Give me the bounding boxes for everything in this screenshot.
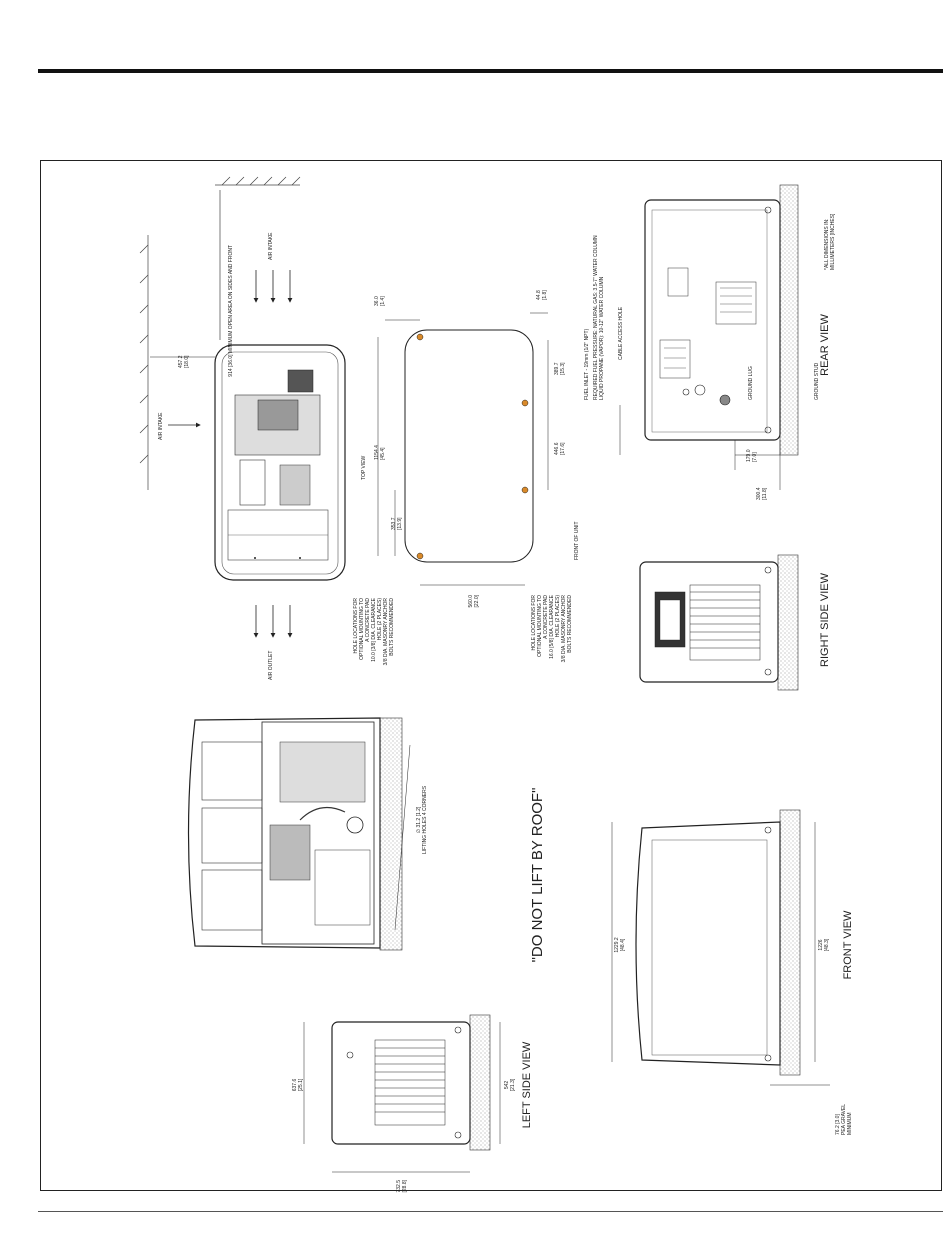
- air-intake-left-label: AIR INTAKE: [158, 412, 164, 440]
- svg-text:10.0 [3/8] DIA. CLEARANCE: 10.0 [3/8] DIA. CLEARANCE: [371, 597, 377, 662]
- right-side-view-label: RIGHT SIDE VIEW: [819, 572, 831, 667]
- dim-637: 637.6: [292, 1079, 298, 1092]
- dim-560-in: [22.0]: [474, 594, 480, 607]
- svg-text:OPTIONAL MOUNTING TO: OPTIONAL MOUNTING TO: [359, 598, 365, 660]
- mount-hole-1: [416, 333, 424, 341]
- dim-542-in: [21.3]: [510, 1078, 516, 1091]
- svg-text:GROUND LUG: GROUND LUG: [748, 366, 754, 400]
- svg-text:HOLE (2 PLACES): HOLE (2 PLACES): [555, 595, 561, 638]
- left-side-view-drawing: [303, 1014, 501, 1173]
- dim-389-in: [15.3]: [560, 362, 566, 375]
- dim-542: 542: [504, 1081, 510, 1090]
- dim-637-in: [25.1]: [298, 1078, 304, 1091]
- svg-text:*ALL DIMENSIONS IN:: *ALL DIMENSIONS IN:: [824, 219, 830, 271]
- mount-hole-4: [416, 552, 424, 560]
- dim-44-in: [1.8]: [542, 290, 548, 300]
- svg-text:FUEL INLET - 19mm (1/2" NPT): FUEL INLET - 19mm (1/2" NPT): [584, 328, 590, 400]
- enclosure-top-view: [139, 176, 346, 581]
- drawing-frame: [40, 160, 942, 1191]
- svg-text:BOLTS RECOMMENDED: BOLTS RECOMMENDED: [389, 598, 395, 656]
- dim-560: 560.0: [468, 595, 474, 608]
- dim-36: 36.0: [374, 296, 380, 306]
- dim-300: 300.4: [756, 487, 762, 500]
- svg-text:3/8 DIA. MASONRY ANCHOR: 3/8 DIA. MASONRY ANCHOR: [383, 598, 389, 666]
- rear-view-label: REAR VIEW: [819, 314, 831, 376]
- wall-hatch-left: [139, 235, 149, 490]
- wall-hatch-top: [215, 176, 301, 186]
- internal-side-view: [187, 717, 411, 951]
- svg-text:HOLE (2 PLACES): HOLE (2 PLACES): [377, 598, 383, 641]
- dim-44: 44.8: [536, 290, 542, 300]
- hole-note-left: HOLE LOCATIONS FOR OPTIONAL MOUNTING TO …: [353, 597, 395, 665]
- svg-text:MINIMUM: MINIMUM: [847, 1113, 853, 1136]
- svg-text:A CONCRETE PAD: A CONCRETE PAD: [543, 595, 549, 639]
- pea-gravel-note: 76.2 [3.0] PEA GRAVEL MINIMUM: [835, 1104, 853, 1135]
- svg-text:BOLTS RECOMMENDED: BOLTS RECOMMENDED: [567, 595, 573, 653]
- svg-text:HOLE LOCATIONS FOR: HOLE LOCATIONS FOR: [353, 598, 359, 654]
- svg-text:REQUIRED FUEL PRESSURE: NATURA: REQUIRED FUEL PRESSURE: NATURAL GAS: 3.5…: [593, 235, 599, 400]
- min-open-area-label: 914 [36.0] MINIMUM OPEN AREA ON SIDES AN…: [228, 245, 234, 377]
- rear-view-notes: FUEL INLET - 19mm (1/2" NPT) REQUIRED FU…: [584, 213, 836, 400]
- dim-732-in: [28.8]: [402, 1179, 408, 1192]
- footer-rule: [38, 1211, 943, 1212]
- dim-179-in: [7.0]: [752, 452, 758, 462]
- dim-446-in: [17.6]: [560, 442, 566, 455]
- svg-text:CABLE ACCESS HOLE: CABLE ACCESS HOLE: [618, 306, 624, 360]
- header-rule: [38, 69, 943, 73]
- do-not-lift-warning: "DO NOT LIFT BY ROOF": [529, 788, 546, 963]
- mounting-pad-outline: [377, 312, 549, 586]
- front-of-unit-label: FRONT OF UNIT: [574, 521, 580, 560]
- dim-353: 353.7: [391, 517, 397, 530]
- lifting-holes-note: LIFTING HOLES 4 CORNERS: [422, 785, 428, 854]
- svg-text:MILLIMETERS [INCHES]: MILLIMETERS [INCHES]: [830, 213, 836, 270]
- svg-text:OPTIONAL MOUNTING TO: OPTIONAL MOUNTING TO: [537, 595, 543, 657]
- dim-732: 732.5: [396, 1180, 402, 1193]
- svg-text:LIQUID PROPANE (VAPOR): 10-12": LIQUID PROPANE (VAPOR): 10-12" WATER COL…: [599, 276, 605, 400]
- svg-text:GROUND STUD: GROUND STUD: [814, 362, 820, 400]
- dim-179: 179.0: [746, 449, 752, 462]
- air-outlet-arrows: [253, 605, 293, 638]
- dim-389: 389.7: [554, 362, 560, 375]
- front-view-drawing: [611, 809, 830, 1086]
- dim-353-in: [13.9]: [397, 517, 403, 530]
- svg-text:3/8 DIA. MASONRY ANCHOR: 3/8 DIA. MASONRY ANCHOR: [561, 595, 567, 663]
- dim-1226: 1226: [818, 939, 824, 950]
- svg-text:PEA GRAVEL: PEA GRAVEL: [841, 1104, 847, 1135]
- right-side-view-drawing: [639, 554, 799, 691]
- left-side-view-label: LEFT SIDE VIEW: [521, 1041, 533, 1128]
- dim-300-in: [11.8]: [762, 487, 768, 500]
- svg-text:A CONCRETE PAD: A CONCRETE PAD: [365, 598, 371, 642]
- dim-1229: 1229.2: [614, 937, 620, 953]
- top-view-label: TOP VIEW: [361, 455, 367, 480]
- svg-text:HOLE LOCATIONS FOR: HOLE LOCATIONS FOR: [531, 595, 537, 651]
- dim-1229-in: [48.4]: [620, 938, 626, 951]
- lifting-holes-dim: ∅ 31.2 [1.2]: [416, 806, 422, 833]
- air-outlet-label: AIR OUTLET: [268, 651, 274, 680]
- air-intake-arrows: [168, 270, 293, 428]
- mount-hole-2: [521, 399, 529, 407]
- dim-1226-in: [48.3]: [824, 938, 830, 951]
- dim-36-in: [1.4]: [380, 296, 386, 306]
- svg-text:16.0 [5/8] DIA. CLEARANCE: 16.0 [5/8] DIA. CLEARANCE: [549, 594, 555, 659]
- dim-457: 457.2: [178, 355, 184, 368]
- svg-text:76.2 [3.0]: 76.2 [3.0]: [835, 1114, 841, 1135]
- hole-note-right: HOLE LOCATIONS FOR OPTIONAL MOUNTING TO …: [531, 594, 573, 662]
- dim-1154-in: [45.4]: [380, 447, 386, 460]
- air-intake-top-label: AIR INTAKE: [268, 232, 274, 260]
- mount-hole-3: [521, 486, 529, 494]
- dim-457-in: [18.0]: [184, 355, 190, 368]
- dim-446: 446.6: [554, 442, 560, 455]
- dim-1154: 1154.4: [374, 445, 380, 460]
- rear-view-drawing: [619, 184, 799, 490]
- front-view-label: FRONT VIEW: [842, 910, 854, 979]
